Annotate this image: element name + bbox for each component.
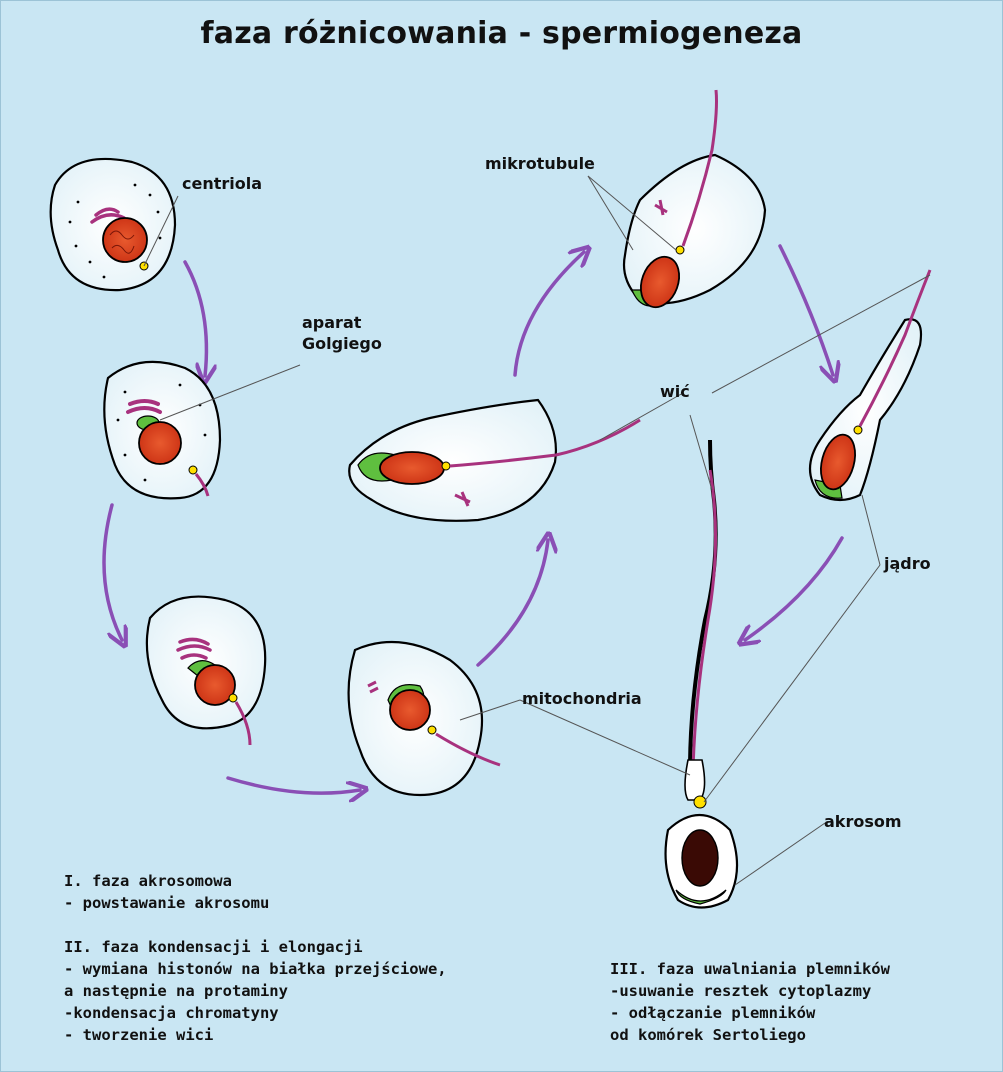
arrow-5 — [515, 252, 584, 375]
phase2-title: II. faza kondensacji i elongacji — [64, 936, 564, 958]
phase3-item: od komórek Sertoliego — [610, 1024, 990, 1046]
phase2-item: - wymiana histonów na białka przejściowe… — [64, 958, 564, 980]
phase1-item: - powstawanie akrosomu — [64, 892, 564, 914]
centriole — [442, 462, 450, 470]
centriole — [854, 426, 862, 434]
nucleus — [390, 690, 430, 730]
phase-notes-left: I. faza akrosomowa - powstawanie akrosom… — [64, 870, 564, 1046]
nucleus — [103, 218, 147, 262]
label-acrosome: akrosom — [824, 812, 902, 832]
arrow-6 — [780, 246, 833, 375]
cell-2 — [104, 362, 220, 498]
phase2-item: - tworzenie wici — [64, 1024, 564, 1046]
arrow-2 — [104, 505, 122, 640]
cell-7 — [810, 270, 930, 500]
phase3-item: -usuwanie resztek cytoplazmy — [610, 980, 990, 1002]
label-nucleus: jądro — [884, 554, 931, 574]
phase3-item: - odłączanie plemników — [610, 1002, 990, 1024]
phase-notes-right: III. faza uwalniania plemników -usuwanie… — [610, 958, 990, 1046]
cell-3 — [147, 597, 265, 745]
arrow-1 — [185, 262, 206, 376]
nucleus — [139, 422, 181, 464]
arrow-7 — [745, 538, 842, 640]
label-centriole: centriola — [182, 174, 262, 194]
centriole — [229, 694, 237, 702]
label-mitochondria: mitochondria — [522, 689, 642, 709]
centriole — [189, 466, 197, 474]
leader-lines — [144, 176, 930, 885]
cell-1 — [51, 159, 175, 290]
phase2-item: -kondensacja chromatyny — [64, 1002, 564, 1024]
arrow-3 — [228, 778, 360, 793]
cell-6 — [624, 90, 765, 313]
mature-sperm — [666, 440, 737, 908]
cell-5 — [349, 400, 640, 521]
centriole — [676, 246, 684, 254]
phase2-item: a następnie na protaminy — [64, 980, 564, 1002]
nucleus — [682, 830, 718, 886]
nucleus — [380, 452, 444, 484]
label-microtubules: mikrotubule — [485, 154, 595, 174]
label-golgi-line-1: aparat — [302, 313, 361, 333]
label-flagellum: wić — [660, 382, 690, 402]
label-golgi-line-2: Golgiego — [302, 334, 382, 354]
centriole — [428, 726, 436, 734]
phase1-title: I. faza akrosomowa — [64, 870, 564, 892]
phase3-title: III. faza uwalniania plemników — [610, 958, 990, 980]
arrow-4 — [478, 540, 548, 665]
